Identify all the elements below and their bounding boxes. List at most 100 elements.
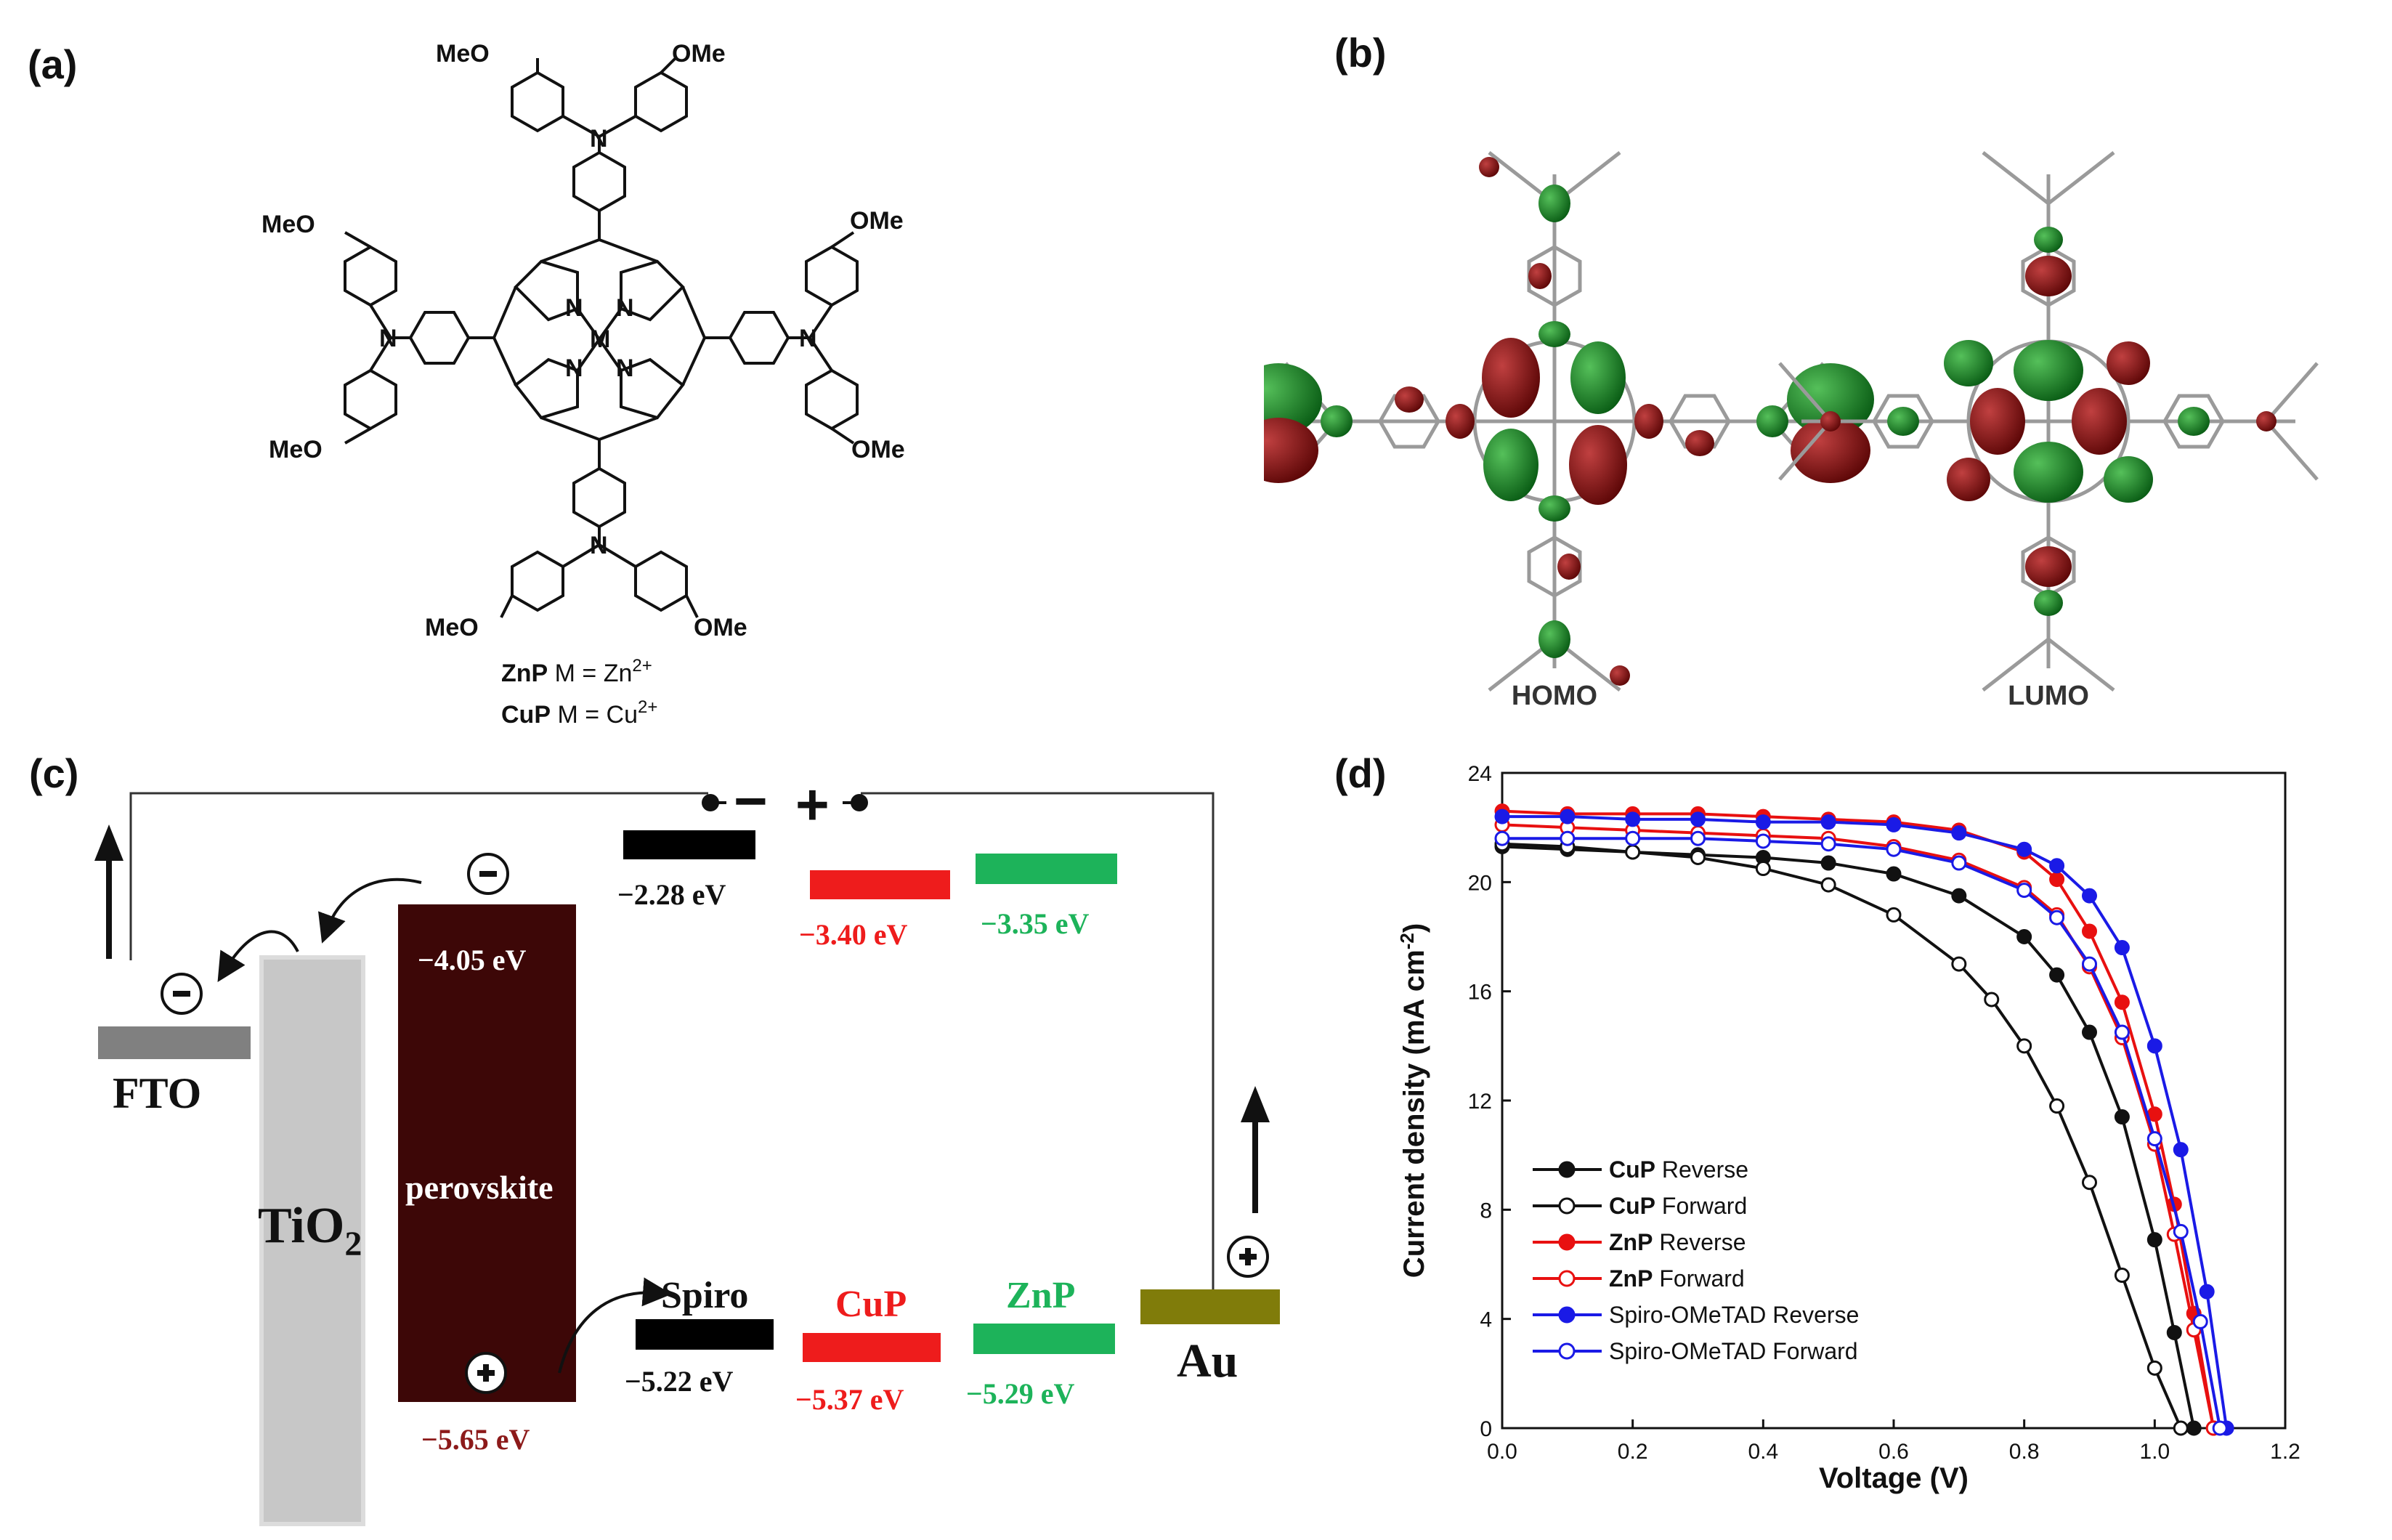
series-line [1502, 837, 2222, 1429]
data-point [1951, 888, 1967, 904]
data-point [2114, 940, 2130, 956]
data-point [2199, 1284, 2215, 1300]
data-point [2016, 929, 2032, 944]
au-label: Au [1177, 1334, 1238, 1387]
tio2-label: TiO2 [258, 1198, 362, 1263]
perovskite-layer [398, 904, 576, 1402]
x-axis-label: Voltage (V) [1819, 1462, 1969, 1494]
injection-arrow [318, 878, 422, 944]
znp-lumo-level [976, 854, 1117, 884]
porphyrin-core [492, 238, 706, 441]
lumo-molecule [1778, 151, 2319, 692]
data-point [1690, 830, 1706, 846]
data-point [2146, 1106, 2162, 1122]
y-tick-label: 4 [1480, 1308, 1492, 1332]
x-tick-label: 0.2 [1618, 1440, 1648, 1464]
methoxy-label: OMe [851, 436, 905, 463]
series-line [1501, 809, 2215, 1429]
chemical-structure: MeO OMe MeO OMe MeO OMe MeO OMe N N N N … [262, 40, 905, 729]
data-point [2049, 1098, 2065, 1114]
y-tick-label: 0 [1480, 1417, 1492, 1441]
data-point [1820, 836, 1836, 852]
methoxy-label: MeO [436, 40, 490, 68]
legend-swatch-marker [1558, 1161, 1576, 1178]
minus-terminal: − [734, 770, 768, 833]
znp-lumo-value: −3.35 eV [981, 907, 1090, 940]
data-point [2049, 872, 2065, 888]
homo-label: HOMO [1512, 681, 1597, 711]
perovskite-homo-value: −5.65 eV [421, 1423, 530, 1456]
data-point [2146, 1360, 2162, 1376]
data-point [1494, 808, 1510, 824]
methoxy-label: OMe [694, 614, 747, 641]
homo-molecule [1264, 151, 1874, 692]
data-point [2114, 994, 2130, 1010]
data-point [2166, 1324, 2182, 1340]
data-point [2212, 1420, 2228, 1436]
panel-label-b: (b) [1334, 30, 1387, 76]
data-point [1625, 830, 1641, 846]
pyrrole-nitrogen: N [565, 294, 583, 322]
data-point [2146, 1038, 2162, 1054]
cup-homo-value: −5.37 eV [795, 1383, 904, 1416]
data-point [2016, 1038, 2032, 1054]
data-point [1560, 808, 1576, 824]
formula-znp: ZnP M = Zn2+ [501, 656, 652, 687]
data-point [2173, 1142, 2189, 1158]
top-arm [511, 57, 688, 240]
lumo-label: LUMO [2008, 681, 2089, 711]
data-point [2114, 1024, 2130, 1040]
data-point [2082, 888, 2097, 904]
spiro-homo-value: −5.22 eV [625, 1365, 734, 1398]
right-arm [705, 231, 859, 445]
data-point [1951, 956, 1967, 972]
methoxy-label: MeO [262, 211, 315, 238]
perovskite-lumo-value: −4.05 eV [418, 944, 527, 976]
series-line [1502, 815, 2229, 1429]
data-point [2049, 909, 2065, 925]
legend-swatch-marker [1558, 1306, 1576, 1324]
tio2-layer [259, 955, 365, 1526]
fto-electrode [98, 1026, 251, 1059]
methoxy-label: MeO [425, 614, 479, 641]
formula-cup: CuP M = Cu2+ [501, 697, 657, 729]
au-electrode [1140, 1289, 1280, 1324]
y-tick-label: 12 [1468, 1090, 1492, 1114]
legend-swatch-marker [1558, 1270, 1576, 1287]
legend-swatch-marker [1558, 1233, 1576, 1251]
data-point [2082, 1175, 2097, 1191]
data-point [2114, 1268, 2130, 1284]
data-point [1951, 855, 1967, 871]
panel-label-c: (c) [29, 750, 79, 796]
data-point [1886, 816, 1902, 832]
panel-label-a: (a) [28, 41, 78, 87]
y-tick-label: 8 [1480, 1199, 1492, 1223]
cup-homo-level [803, 1333, 941, 1362]
data-point [1690, 850, 1706, 866]
y-tick-label: 20 [1468, 871, 1492, 895]
metal-center: M [590, 325, 610, 353]
pyrrole-nitrogen: N [616, 294, 634, 322]
data-point [2049, 967, 2065, 983]
data-point [1951, 825, 1967, 841]
legend-entry: ZnP Reverse [1609, 1229, 1746, 1255]
series-line [1501, 823, 2215, 1429]
data-point [1886, 841, 1902, 857]
spiro-lumo-level [623, 830, 755, 859]
legend-swatch-marker [1558, 1197, 1576, 1215]
x-tick-label: 1.2 [2270, 1440, 2300, 1464]
fto-label: FTO [113, 1069, 201, 1117]
x-tick-label: 0.8 [2009, 1440, 2040, 1464]
injection-arrow [217, 930, 299, 983]
data-point [2016, 883, 2032, 899]
data-point [2173, 1420, 2189, 1436]
bottom-arm [500, 439, 699, 618]
amine-nitrogen: N [590, 125, 608, 153]
data-point [1820, 814, 1836, 830]
data-point [1755, 861, 1771, 877]
data-point [1886, 907, 1902, 923]
x-tick-label: 1.0 [2139, 1440, 2170, 1464]
left-arm [344, 231, 494, 445]
